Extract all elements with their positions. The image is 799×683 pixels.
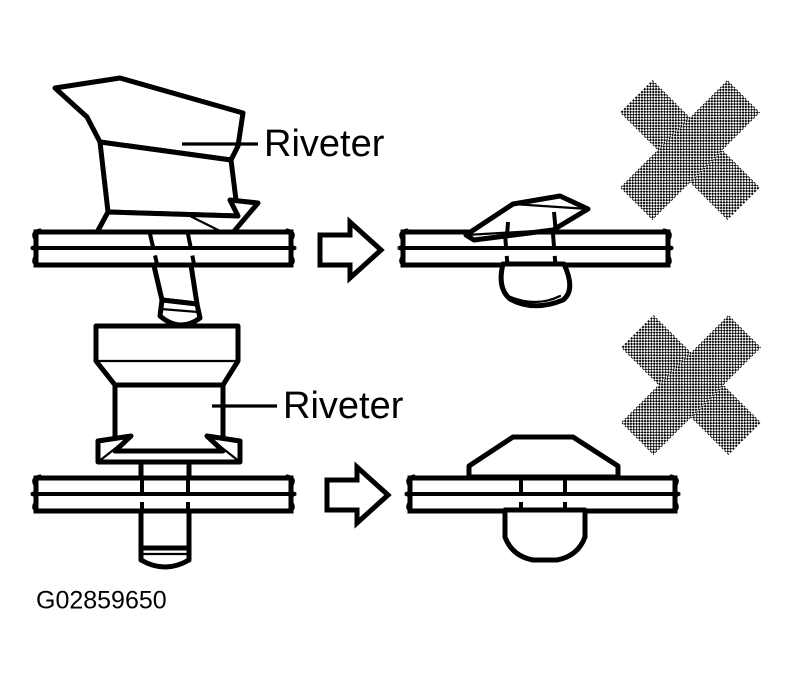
plate-top-right-break-left xyxy=(397,228,409,268)
x-mark-bottom xyxy=(620,314,762,456)
result-rivet-tail-seam-tilted xyxy=(506,294,562,304)
rivet-tip-upright xyxy=(138,545,192,570)
arrow-top xyxy=(317,216,385,284)
plate-top-left-hole-edge-2 xyxy=(186,233,196,265)
plate-top-left xyxy=(30,228,297,268)
arrow-bottom-shape xyxy=(324,461,392,529)
riveter-label-top: Riveter xyxy=(264,123,385,165)
riveter-barrel-upright xyxy=(112,382,226,454)
rivet-tip-seam-tilted xyxy=(159,307,200,314)
plate-bottom-left-break-right xyxy=(285,474,297,514)
riveter-upper-body-upright xyxy=(93,323,241,388)
plate-top-left-hole-edge-1 xyxy=(148,233,159,265)
arrow-bottom xyxy=(324,461,392,529)
result-rivet-tilted xyxy=(463,193,591,309)
plate-bottom-right-break-right xyxy=(669,474,681,514)
plate-bottom-right xyxy=(404,474,681,514)
riveter-tool-tilted xyxy=(52,75,261,239)
riveter-label-bottom: Riveter xyxy=(283,385,404,427)
plate-top-left-break-left xyxy=(30,228,42,268)
plate-bottom-left-break-left xyxy=(30,474,42,514)
riveter-nose-fold-upright xyxy=(96,434,242,464)
result-rivet-upright xyxy=(466,434,621,563)
plate-bottom-left xyxy=(30,474,297,514)
result-rivet-stem-2-tilted xyxy=(552,211,558,235)
top-row-group: Riveter xyxy=(30,75,761,328)
plate-top-left-break-right xyxy=(285,228,297,268)
riveter-top-edge-tilted xyxy=(53,76,122,90)
plate-bottom-right-break-left xyxy=(404,474,416,514)
result-rivet-head-fold-tilted xyxy=(464,202,590,237)
result-rivet-tail-seam-upright xyxy=(514,551,576,562)
result-rivet-head-upright xyxy=(466,434,621,480)
bottom-row-group: Riveter xyxy=(30,314,762,570)
figure-id-label: G02859650 xyxy=(36,587,167,615)
x-mark-top xyxy=(619,79,761,221)
x-mark-top-stroke-b xyxy=(619,79,761,221)
arrow-top-shape xyxy=(317,216,385,284)
plate-top-right-break-right xyxy=(662,228,674,268)
riveter-tool-upright xyxy=(93,323,243,465)
result-rivet-stem-1-tilted xyxy=(505,221,510,237)
riveter-upper-body-tilted xyxy=(52,75,246,163)
x-mark-bottom-stroke-b xyxy=(620,314,762,456)
result-rivet-tail-tilted xyxy=(498,261,573,309)
